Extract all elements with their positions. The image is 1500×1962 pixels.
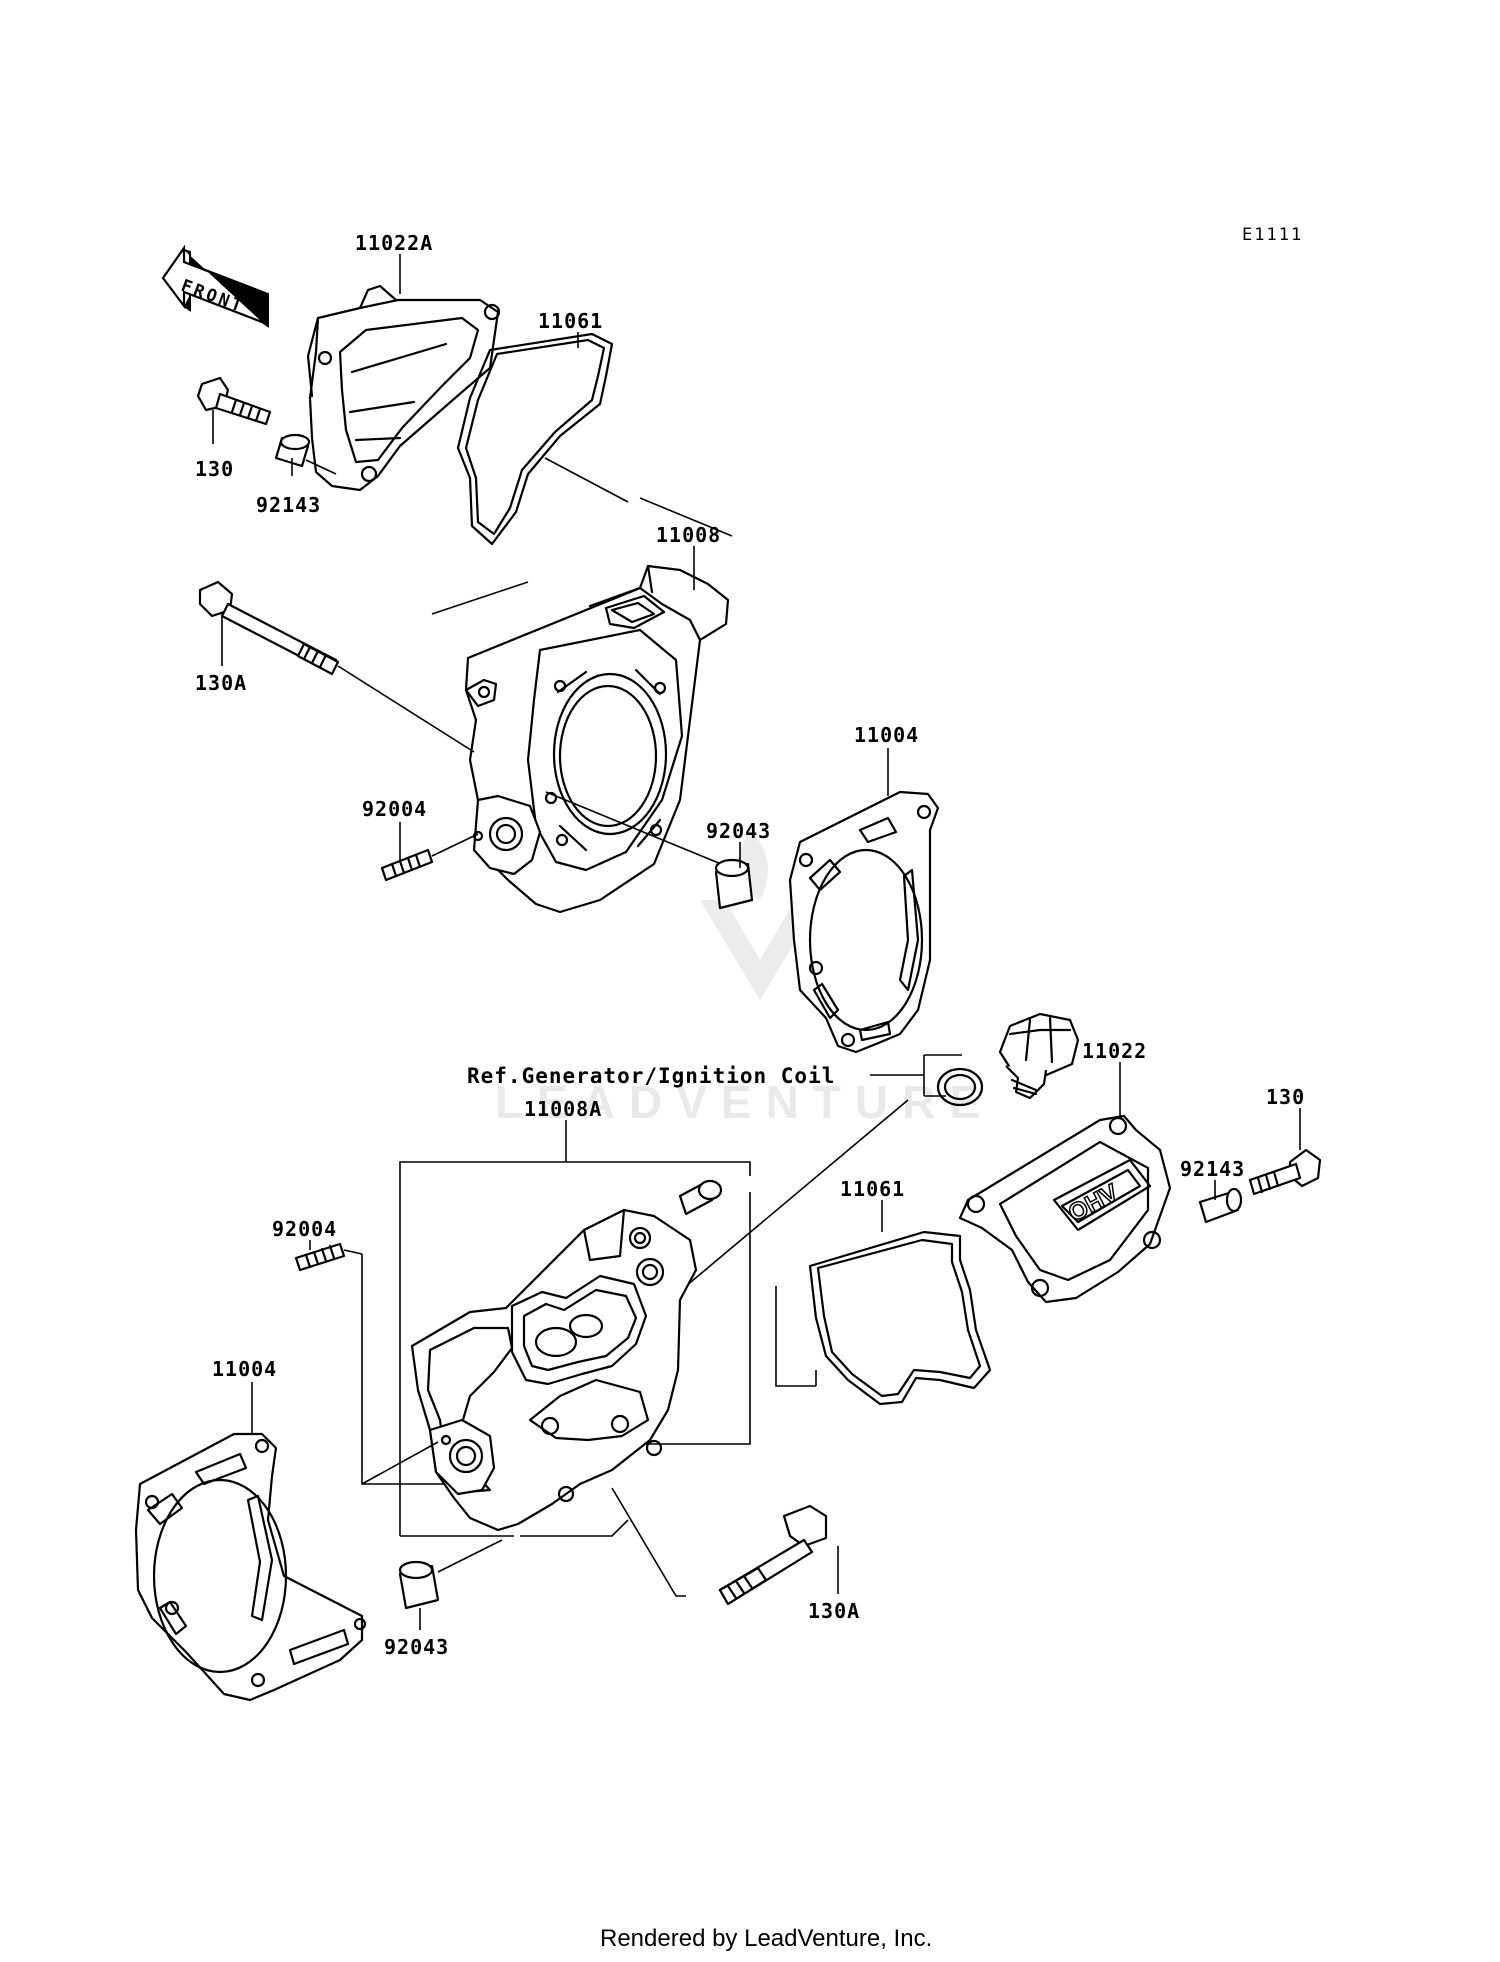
part-label-11008: 11008 — [656, 523, 721, 547]
leader-lines — [212, 254, 1301, 1630]
part-label-11004-lower: 11004 — [212, 1357, 277, 1381]
dowel-92043-upper — [714, 858, 754, 910]
watermark: LEADVENTURE — [495, 830, 994, 1128]
part-labels: 11022A 11061 130 92143 11008 130A 11004 … — [195, 231, 1305, 1659]
cylinder-head-upper — [431, 497, 733, 914]
part-label-92043-upper: 92043 — [706, 819, 771, 843]
part-label-11008a: 11008A — [524, 1097, 602, 1121]
part-label-92004-upper: 92004 — [362, 797, 427, 821]
head-bolt-130A-lower — [718, 1504, 828, 1606]
part-label-11004-upper: 11004 — [854, 723, 919, 747]
reference-bracket — [870, 1054, 962, 1097]
head-gasket-lower — [134, 1432, 367, 1702]
cover-gasket-upper — [456, 332, 629, 546]
cylinder-head-cover-lower: OHV — [958, 1114, 1172, 1304]
cover-gasket-lower — [808, 1230, 992, 1406]
reference-note: Ref.Generator/Ignition Coil — [467, 1064, 835, 1088]
o-ring — [936, 1067, 984, 1107]
footer-credit: Rendered by LeadVenture, Inc. — [600, 1925, 932, 1952]
bolt-130-upper — [196, 376, 272, 426]
part-label-11022: 11022 — [1082, 1039, 1147, 1063]
part-label-11061-lower: 11061 — [840, 1177, 905, 1201]
watermark-text: LEADVENTURE — [495, 1076, 994, 1128]
stud-92004-lower — [294, 1242, 439, 1485]
diagram-code: E1111 — [1242, 225, 1303, 245]
part-label-130a-lower: 130A — [808, 1599, 860, 1623]
cylinder-head-lower — [410, 1179, 723, 1597]
part-label-130-lower: 130 — [1266, 1085, 1305, 1109]
part-label-92043-lower: 92043 — [384, 1635, 449, 1659]
bolt-130-lower — [1248, 1148, 1322, 1196]
oil-filler-plug — [998, 1012, 1080, 1100]
front-arrow-icon: FRONT — [161, 244, 269, 328]
part-label-11061-upper: 11061 — [538, 309, 603, 333]
part-label-130-upper: 130 — [195, 457, 234, 481]
part-label-92143-upper: 92143 — [256, 493, 321, 517]
part-label-92004-lower: 92004 — [272, 1217, 337, 1241]
head-gasket-upper — [788, 790, 940, 1054]
part-label-130a-upper: 130A — [195, 671, 247, 695]
dowel-92143-upper — [274, 433, 337, 475]
cylinder-head-cover-upper — [306, 284, 501, 492]
dowel-92043-lower — [398, 1539, 503, 1610]
dowel-92143-lower — [1198, 1187, 1243, 1224]
stud-92004-upper — [380, 833, 479, 882]
part-label-92143-lower: 92143 — [1180, 1157, 1245, 1181]
head-bolt-130A-upper — [198, 580, 475, 753]
part-label-11022a: 11022A — [355, 231, 433, 255]
